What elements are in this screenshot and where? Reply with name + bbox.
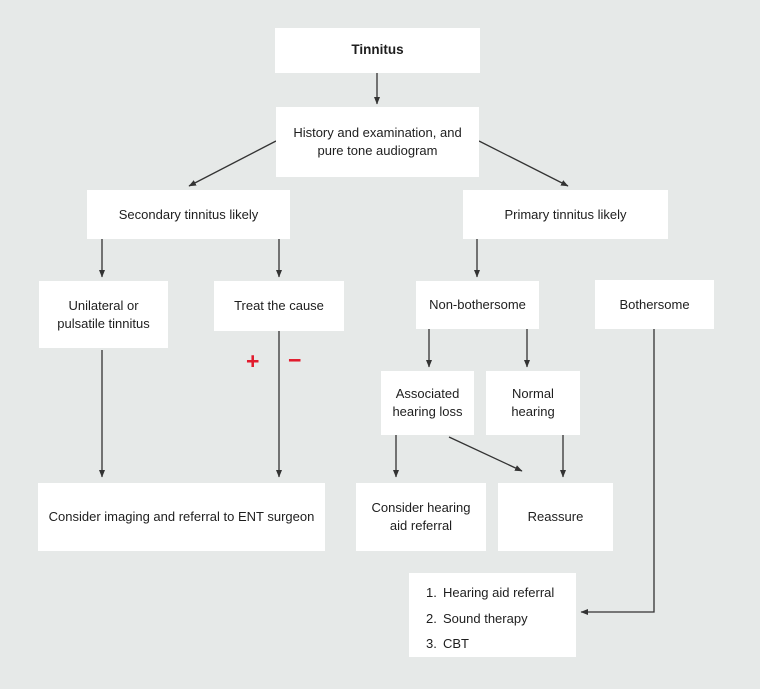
node-tinnitus: Tinnitus	[275, 28, 480, 73]
list-item-text: Sound therapy	[443, 610, 528, 626]
node-bothersome: Bothersome	[595, 280, 714, 329]
arrow-history-to-secondary	[188, 140, 277, 187]
arrow-associated-to-reassure	[448, 436, 523, 472]
list-item-text: Hearing aid referral	[443, 585, 555, 600]
list-item-number: 2.	[426, 610, 437, 626]
node-non-bothersome: Non-bothersome	[416, 281, 539, 329]
list-item-number: 3.	[426, 636, 437, 652]
node-imaging-ent-referral: Consider imaging and referral to ENT sur…	[38, 483, 325, 551]
management-plan-list: 1. Hearing aid referral 2. Sound therapy…	[426, 584, 554, 653]
node-reassure: Reassure	[498, 483, 613, 551]
arrow-bothersome-to-plan	[580, 329, 655, 615]
list-item: 2. Sound therapy	[426, 610, 554, 628]
node-associated-hearing-loss: Associated hearing loss	[381, 371, 474, 435]
list-item-text: CBT	[443, 636, 469, 652]
node-primary-tinnitus: Primary tinnitus likely	[463, 190, 668, 239]
arrow-history-to-primary	[478, 140, 569, 187]
list-item: 3. CBT	[426, 635, 554, 653]
list-item: 1. Hearing aid referral	[426, 584, 554, 602]
plus-sign-icon: +	[246, 348, 260, 374]
node-hearing-aid-referral: Consider hearing aid referral	[356, 483, 486, 551]
node-unilateral-pulsatile: Unilateral or pulsatile tinnitus	[39, 281, 168, 348]
node-history-examination: History and examination, and pure tone a…	[276, 107, 479, 177]
node-treat-the-cause: Treat the cause	[214, 281, 344, 331]
node-secondary-tinnitus: Secondary tinnitus likely	[87, 190, 290, 239]
node-normal-hearing: Normal hearing	[486, 371, 580, 435]
list-item-number: 1.	[426, 585, 437, 600]
minus-sign-icon: −	[288, 347, 302, 373]
node-management-plan: 1. Hearing aid referral 2. Sound therapy…	[409, 573, 576, 657]
